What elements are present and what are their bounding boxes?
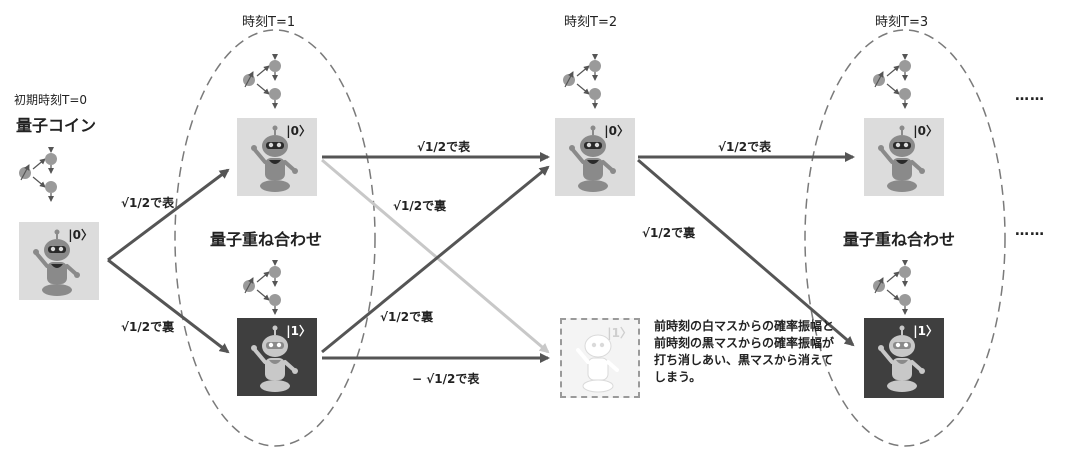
time-label-t2: 時刻T=2 [564, 15, 618, 30]
ellipsis-top: …… [1015, 88, 1045, 104]
interference-note: 前時刻の白マスからの確率振幅と前時刻の黒マスからの確率振幅が打ち消しあい、黒マス… [654, 319, 835, 384]
arrow-t1-tails-to-heads [321, 165, 550, 354]
superposition-ellipse-t3 [804, 29, 1006, 447]
coin-icon-t3-heads [873, 54, 911, 108]
coin-icon-t3-tails [873, 260, 911, 314]
superposition-label-t1: 量子重ね合わせ [210, 230, 323, 249]
quantum-coin-title: 量子コイン [16, 116, 97, 135]
arrow-t0-to-tails [107, 258, 230, 354]
amp-t2-heads-to-tails: √1/2で裏 [642, 226, 696, 240]
square-t3-tails: |1〉 [864, 318, 944, 398]
superposition-label-t3: 量子重ね合わせ [843, 230, 956, 249]
amp-t1-tails-to-tails: − √1/2で表 [412, 372, 480, 386]
superposition-ellipse-t1 [174, 29, 376, 447]
square-t3-heads: |0〉 [864, 118, 944, 196]
square-t1-heads: |0〉 [237, 118, 317, 196]
arrow-t0-to-heads [107, 168, 230, 262]
arrow-t2-heads-to-tails [637, 158, 855, 347]
coin-icon-t2-heads [563, 54, 601, 108]
time-label-t1: 時刻T=1 [242, 15, 296, 30]
ket-label: |0〉 [68, 228, 93, 242]
amp-t0-tails: √1/2で裏 [121, 320, 175, 334]
ellipsis-mid: …… [1015, 223, 1045, 239]
time-label-t3: 時刻T=3 [875, 15, 929, 30]
coin-icon-t1-tails [243, 260, 281, 314]
arrow-t1-heads-to-tails-faded [321, 158, 550, 354]
amp-t1-tails-to-heads: √1/2で裏 [380, 310, 434, 324]
ket-label: |0〉 [913, 124, 938, 138]
square-t0-heads: |0〉 [19, 222, 99, 300]
ket-label: |1〉 [913, 324, 938, 338]
square-t2-heads: |0〉 [555, 118, 635, 196]
amp-t1-heads-to-heads: √1/2で表 [417, 140, 471, 154]
ket-label: |1〉 [607, 326, 632, 340]
coin-icon-t1-heads [243, 54, 281, 108]
amp-t0-heads: √1/2で表 [121, 196, 175, 210]
ket-label: |1〉 [286, 324, 311, 338]
square-t1-tails: |1〉 [237, 318, 317, 396]
ket-label: |0〉 [286, 124, 311, 138]
ket-label: |0〉 [604, 124, 629, 138]
amp-t1-heads-to-tails: √1/2で裏 [393, 199, 447, 213]
initial-time-label: 初期時刻T=0 [14, 93, 88, 107]
coin-icon-t0 [19, 147, 57, 201]
amp-t2-heads-to-heads: √1/2で表 [718, 140, 772, 154]
square-t2-tails-vanished: |1〉 [560, 318, 640, 398]
